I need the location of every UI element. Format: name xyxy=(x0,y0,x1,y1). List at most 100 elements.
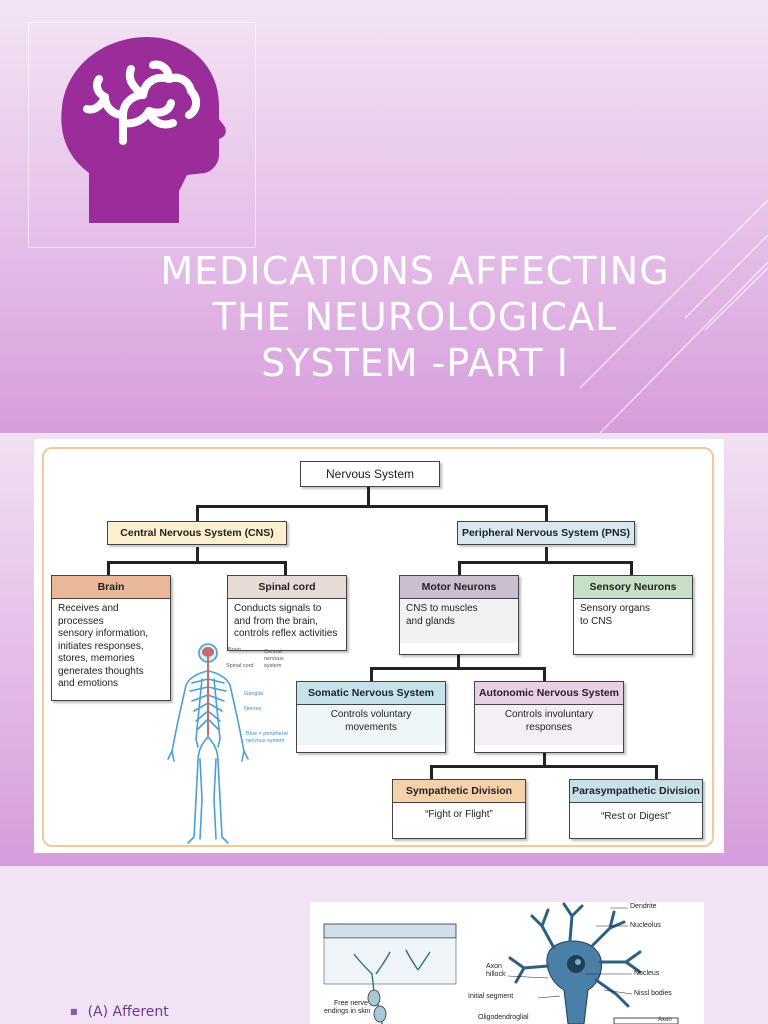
body-label-nerves: Nerves xyxy=(244,706,262,712)
text-line: responses xyxy=(525,721,573,733)
node-title: Somatic Nervous System xyxy=(297,682,445,705)
node-body: Controls voluntary movements xyxy=(297,705,445,745)
nervous-system-diagram: Nervous System Central Nervous System (C… xyxy=(34,439,724,853)
connector xyxy=(430,765,433,779)
connector xyxy=(655,765,658,779)
text-line: initiates responses, xyxy=(58,640,144,652)
node-title: Parasympathetic Division xyxy=(570,780,702,803)
neuron-label-axon-hillock-2: hillock xyxy=(486,971,506,978)
neuron-illustration xyxy=(323,902,679,1024)
neuron-label-axon-hillock-1: Axon xyxy=(486,963,502,970)
body-label-cns-3: system xyxy=(264,663,282,669)
connector xyxy=(630,561,633,575)
connector xyxy=(196,505,548,508)
bullet-text: (A) Afferent xyxy=(87,1004,169,1020)
node-nervous-system: Nervous System xyxy=(300,461,440,487)
node-title: Motor Neurons xyxy=(400,576,518,599)
text-line: Conducts signals to xyxy=(234,603,322,614)
logo-frame xyxy=(28,22,256,248)
text-line: “Rest or Digest” xyxy=(600,811,671,822)
connector xyxy=(543,667,546,681)
connector xyxy=(545,547,548,563)
bullet-item: ■ (A) Afferent xyxy=(70,1004,169,1020)
node-body: CNS to muscles and glands xyxy=(400,599,518,643)
neuron-slide: ■ (A) Afferent xyxy=(0,866,768,1024)
connector xyxy=(196,505,199,521)
body-label-pns-2: nervous system xyxy=(246,738,285,744)
title-line-3: SYSTEM -PART I xyxy=(261,341,569,385)
neuron-label-dendrite: Dendrite xyxy=(630,903,657,910)
connector xyxy=(543,753,546,767)
diagram-border xyxy=(42,447,714,847)
diagram-slide: Nervous System Central Nervous System (C… xyxy=(0,433,768,866)
node-body: “Fight or Flight” xyxy=(393,803,525,826)
node-body: Sensory organs to CNS xyxy=(574,599,692,632)
connector xyxy=(430,765,658,768)
node-title: Sympathetic Division xyxy=(393,780,525,803)
text-line: CNS to muscles xyxy=(406,603,478,614)
brain-head-icon xyxy=(61,37,226,223)
text-line: and from the brain, xyxy=(234,615,318,627)
text-line: Controls involuntary xyxy=(504,709,594,720)
human-nervous-system-figure xyxy=(167,643,249,844)
text-line: and glands xyxy=(406,615,455,627)
text-line: sensory information, xyxy=(58,628,149,639)
text-line: Controls voluntary xyxy=(330,709,412,720)
node-body: Conducts signals to and from the brain, … xyxy=(228,599,346,645)
node-motor-neurons: Motor Neurons CNS to muscles and glands xyxy=(399,575,519,655)
title-slide: MEDICATIONS AFFECTING THE NEUROLOGICAL S… xyxy=(0,0,768,433)
node-sympathetic: Sympathetic Division “Fight or Flight” xyxy=(392,779,526,839)
node-title: Brain xyxy=(52,576,170,599)
body-label-ganglia: Ganglia xyxy=(244,691,263,697)
text-line: stores, memories xyxy=(58,653,135,664)
title-line-2: THE NEUROLOGICAL xyxy=(212,295,618,339)
body-label-cns-1: Central xyxy=(264,649,282,655)
connector xyxy=(458,561,461,575)
node-body: “Rest or Digest” xyxy=(570,803,702,828)
connector xyxy=(196,547,199,563)
node-somatic: Somatic Nervous System Controls voluntar… xyxy=(296,681,446,753)
title-line-1: MEDICATIONS AFFECTING xyxy=(160,249,670,293)
connector xyxy=(545,505,548,521)
node-spinal-cord: Spinal cord Conducts signals to and from… xyxy=(227,575,347,651)
text-line: “Fight or Flight” xyxy=(425,809,493,820)
node-title: Central Nervous System (CNS) xyxy=(120,527,274,539)
node-title: Peripheral Nervous System (PNS) xyxy=(461,527,631,539)
node-body: Controls involuntary responses xyxy=(475,705,623,745)
text-line: to CNS xyxy=(580,615,613,627)
neuron-label-nucleolus: Nucleolus xyxy=(630,922,661,929)
text-line: Receives and processes xyxy=(58,603,119,627)
node-parasympathetic: Parasympathetic Division “Rest or Digest… xyxy=(569,779,703,839)
node-autonomic: Autonomic Nervous System Controls involu… xyxy=(474,681,624,753)
neuron-label-axon: Axon xyxy=(658,1017,672,1023)
neuron-label-oligo: Oligodendroglial xyxy=(478,1014,529,1021)
body-label-pns-1: Blue = peripheral xyxy=(246,731,288,737)
text-line: and emotions xyxy=(58,678,119,689)
text-line: generates thoughts xyxy=(58,665,144,677)
body-label-cns-2: nervous xyxy=(264,656,284,662)
neuron-label-nissl: Nissl bodies xyxy=(634,990,672,997)
text-line: controls reflex activities xyxy=(234,628,338,639)
neuron-diagram: Dendrite Nucleolus Axon hillock Nucleus … xyxy=(310,902,704,1024)
bullet-icon: ■ xyxy=(70,1007,78,1016)
connector xyxy=(107,561,287,564)
body-label-brain: Brain xyxy=(228,647,241,653)
decorative-lines xyxy=(579,199,768,433)
node-body: Receives and processes sensory informati… xyxy=(52,599,170,695)
text-line: movements xyxy=(345,721,397,733)
connector xyxy=(370,667,373,681)
connector xyxy=(107,561,110,575)
node-title: Spinal cord xyxy=(228,576,346,599)
neuron-label-free-nerve-2: endings in skin xyxy=(324,1008,371,1015)
body-label-spinal-cord: Spinal cord xyxy=(226,663,254,669)
neuron-label-free-nerve-1: Free nerve xyxy=(334,1000,368,1007)
connector xyxy=(458,561,633,564)
neuron-label-nucleus: Nucleus xyxy=(634,970,660,977)
connector xyxy=(284,561,287,575)
text-line: Sensory organs xyxy=(580,603,651,614)
node-brain: Brain Receives and processes sensory inf… xyxy=(51,575,171,701)
node-sensory-neurons: Sensory Neurons Sensory organs to CNS xyxy=(573,575,693,655)
node-title: Sensory Neurons xyxy=(574,576,692,599)
node-cns: Central Nervous System (CNS) xyxy=(107,521,287,545)
connector xyxy=(457,653,460,669)
